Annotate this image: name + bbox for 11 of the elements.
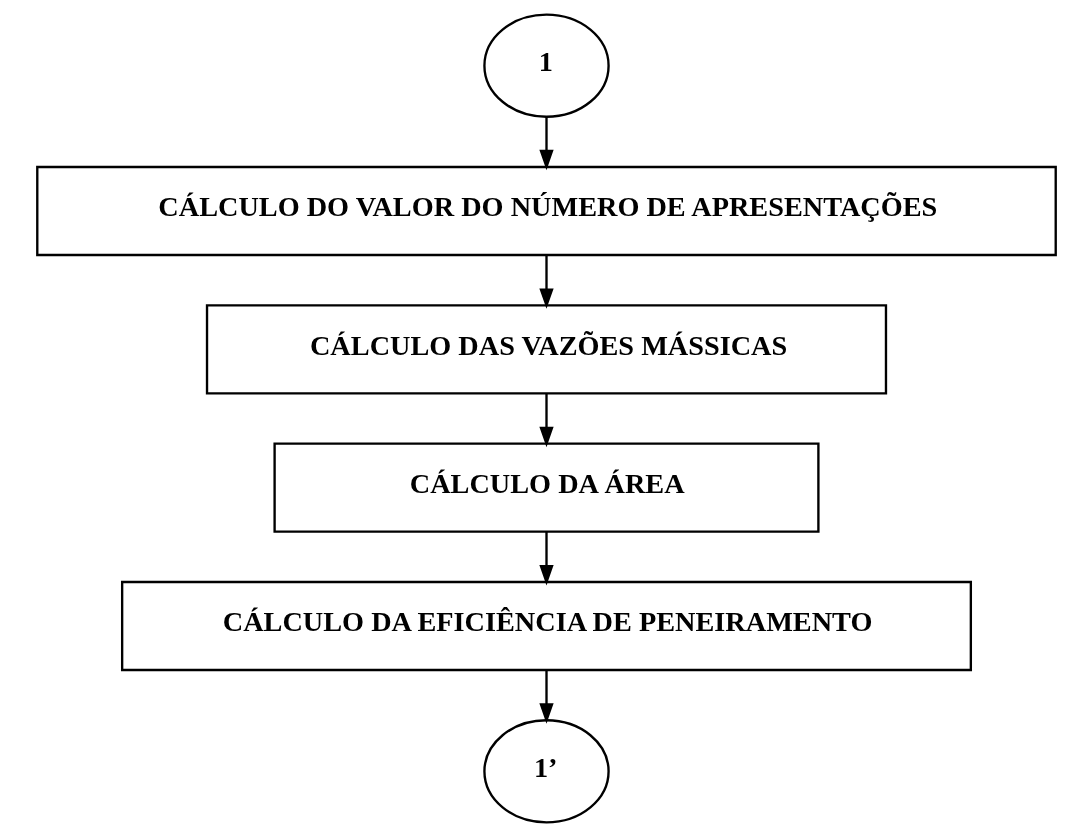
arrow: [538, 117, 554, 171]
node-ellipse: 1’: [482, 719, 610, 824]
arrow: [538, 393, 554, 448]
arrow: [538, 670, 554, 724]
arrow: [538, 532, 554, 586]
node-ellipse: 1: [482, 13, 610, 118]
node-box: CÁLCULO DA ÁREA: [272, 442, 820, 533]
node-box: CÁLCULO DA EFICIÊNCIA DE PENEIRAMENTO: [120, 580, 972, 672]
arrow: [538, 255, 554, 309]
node-box: CÁLCULO DO VALOR DO NÚMERO DE APRESENTAÇÕES: [35, 165, 1057, 257]
node-box: CÁLCULO DAS VAZÕES MÁSSICAS: [205, 304, 887, 395]
